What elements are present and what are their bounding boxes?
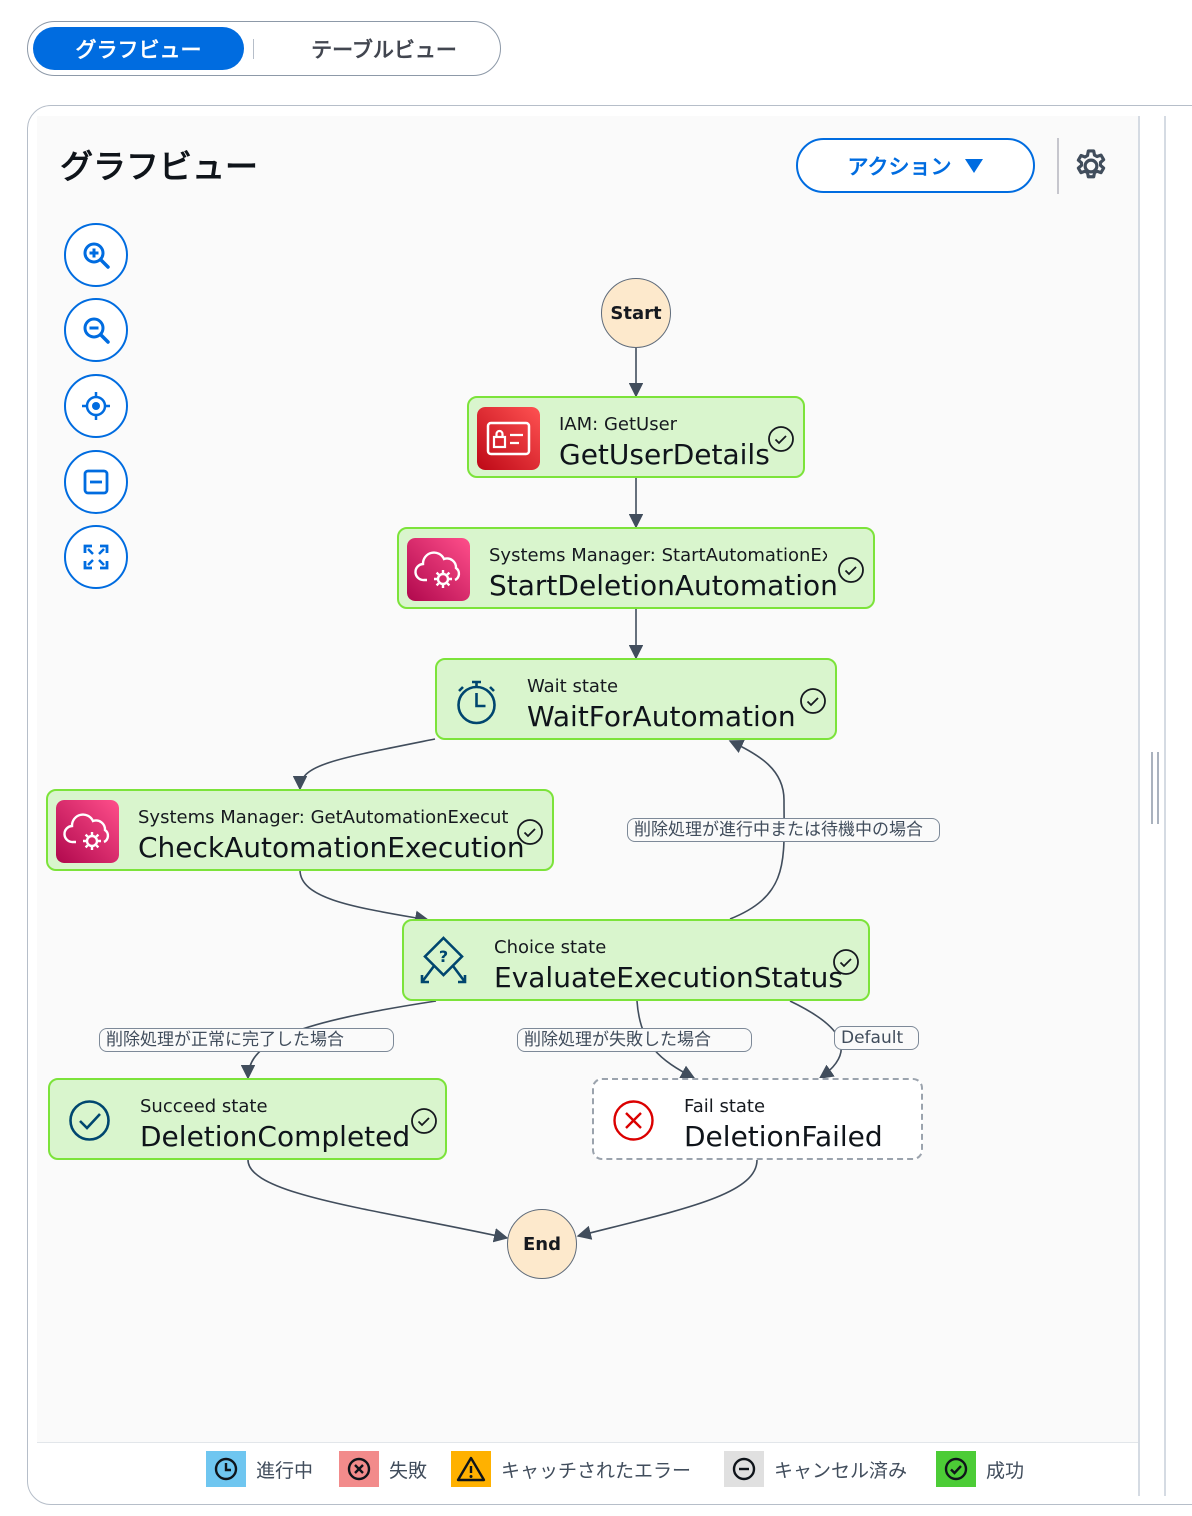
check-circle-icon (833, 949, 859, 975)
status-legend: 進行中 失敗 キャッチされたエラー キャンセル済み 成功 (37, 1442, 1138, 1497)
state-type: Choice state (494, 937, 607, 958)
graph-view-tab[interactable]: グラフビュー (33, 27, 244, 70)
warning-icon (451, 1451, 491, 1487)
state-name: EvaluateExecutionStatus (494, 961, 843, 994)
state-name: CheckAutomationExecution (138, 831, 525, 864)
center-icon (82, 392, 110, 420)
state-start-deletion-automation[interactable]: Systems Manager: StartAutomationExecutio… (397, 527, 875, 609)
state-deletion-failed[interactable]: Fail state DeletionFailed (592, 1078, 923, 1160)
edge-wait-to-check (292, 738, 436, 791)
check-circle-icon (800, 688, 826, 714)
view-toggle: グラフビュー テーブルビュー (27, 21, 501, 76)
legend-label: 失敗 (389, 1459, 428, 1482)
panel-title: グラフビュー (60, 147, 258, 186)
collapse-icon (83, 469, 109, 495)
legend-item-failed: 失敗 (339, 1451, 427, 1487)
legend-item-in-progress: 進行中 (206, 1451, 313, 1487)
state-deletion-completed[interactable]: Succeed state DeletionCompleted (48, 1078, 447, 1160)
edge-evaluate-to-wait (728, 739, 785, 920)
fit-screen-icon (83, 544, 109, 570)
panel-divider-line (1164, 116, 1166, 1496)
caret-down-icon (965, 158, 984, 173)
resize-handle[interactable] (1150, 752, 1160, 824)
systems-manager-icon (407, 538, 470, 601)
legend-label: 成功 (986, 1459, 1025, 1482)
check-circle-icon (517, 819, 543, 845)
center-button[interactable] (64, 374, 128, 438)
zoom-in-button[interactable] (64, 223, 128, 287)
systems-manager-icon (56, 800, 119, 863)
check-circle-icon (411, 1108, 437, 1134)
fail-icon (613, 1100, 654, 1141)
start-node: Start (601, 278, 671, 348)
clock-icon (206, 1451, 246, 1487)
state-get-user-details[interactable]: IAM: GetUser GetUserDetails (467, 396, 805, 478)
x-circle-icon (339, 1451, 379, 1487)
legend-item-succeeded: 成功 (936, 1451, 1024, 1487)
actions-label: アクション (847, 154, 952, 179)
zoom-out-button[interactable] (64, 298, 128, 362)
edge-label-default: Default (834, 1026, 919, 1050)
state-type: Systems Manager: StartAutomationExecutio… (489, 545, 827, 566)
stopwatch-icon (457, 680, 496, 725)
edge-label-failed: 削除処理が失敗した場合 (517, 1028, 752, 1052)
svg-text:?: ? (439, 947, 448, 966)
state-name: DeletionFailed (684, 1120, 883, 1153)
state-name: StartDeletionAutomation (489, 569, 838, 602)
collapse-button[interactable] (64, 450, 128, 514)
state-evaluate-execution-status[interactable]: ? Choice state EvaluateExecutionStatus (402, 919, 870, 1001)
edge-label-in-progress: 削除処理が進行中または待機中の場合 (627, 818, 940, 842)
legend-label: 進行中 (256, 1459, 314, 1482)
panel-divider-line (1138, 116, 1140, 1496)
end-node: End (507, 1209, 577, 1279)
gear-icon[interactable] (1072, 147, 1110, 185)
state-type: Succeed state (140, 1096, 268, 1117)
actions-dropdown-button[interactable]: アクション (796, 138, 1035, 193)
check-circle-icon (936, 1451, 976, 1487)
state-name: DeletionCompleted (140, 1120, 411, 1153)
iam-icon (477, 407, 540, 470)
toolbar-divider (1057, 138, 1059, 194)
state-type: IAM: GetUser (559, 414, 678, 435)
edge-check-to-evaluate (299, 869, 430, 925)
state-name: WaitForAutomation (527, 700, 796, 733)
legend-item-caught-error: キャッチされたエラー (451, 1451, 691, 1487)
check-circle-icon (768, 426, 794, 452)
choice-icon: ? (420, 936, 467, 984)
minus-circle-icon (724, 1451, 764, 1487)
state-type: Fail state (684, 1096, 766, 1117)
table-view-tab[interactable]: テーブルビュー (311, 37, 457, 62)
edge-failed-to-end (576, 1159, 758, 1240)
zoom-out-icon (83, 317, 110, 344)
legend-label: キャンセル済み (774, 1459, 908, 1482)
check-circle-icon (838, 557, 864, 583)
state-name: GetUserDetails (559, 438, 770, 471)
edge-completed-to-end (247, 1159, 509, 1243)
toggle-divider (253, 39, 254, 59)
fit-screen-button[interactable] (64, 525, 128, 589)
state-check-automation-execution[interactable]: Systems Manager: GetAutomationExecution … (46, 789, 554, 871)
legend-item-cancelled: キャンセル済み (724, 1451, 907, 1487)
succeed-icon (69, 1100, 110, 1141)
state-type: Systems Manager: GetAutomationExecution (138, 807, 508, 828)
edge-label-succeeded: 削除処理が正常に完了した場合 (99, 1028, 394, 1052)
legend-label: キャッチされたエラー (501, 1459, 692, 1482)
zoom-in-icon (83, 242, 110, 269)
state-type: Wait state (527, 676, 619, 697)
graph-canvas[interactable] (37, 116, 1138, 1442)
state-wait-for-automation[interactable]: Wait state WaitForAutomation (435, 658, 837, 740)
